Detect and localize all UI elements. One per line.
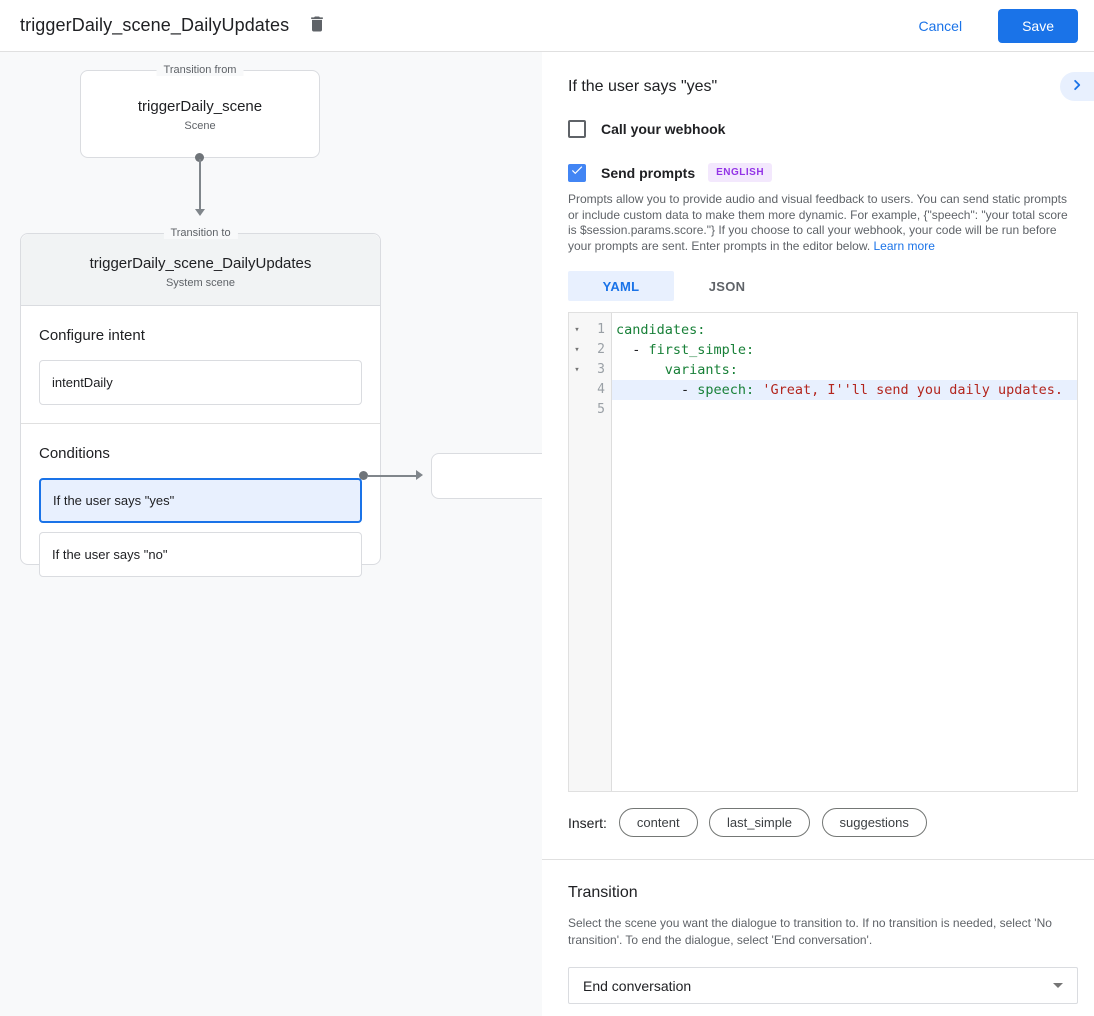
editor-tab[interactable]: YAML [568,271,674,301]
editor-code[interactable]: candidates: - first_simple: variants: - … [612,313,1077,791]
code-line[interactable]: - speech: 'Great, I''ll send you daily u… [612,380,1077,400]
code-line[interactable]: - first_simple: [616,342,755,358]
transition-description: Select the scene you want the dialogue t… [568,916,1052,947]
prompts-description-text: Prompts allow you to provide audio and v… [568,192,1068,253]
chevron-right-icon [1068,76,1086,97]
webhook-label: Call your webhook [601,121,726,137]
to-box-legend: Transition to [163,227,238,239]
collapse-panel-button[interactable] [1060,72,1094,101]
scene-diagram-canvas: Transition from triggerDaily_scene Scene… [0,52,542,1016]
editor-tabs: YAML JSON [568,271,1078,301]
arrow-right-icon [416,470,423,480]
send-prompts-checkbox[interactable] [568,163,586,182]
fold-arrow-icon[interactable]: ▾ [574,365,580,375]
to-scene-type: System scene [165,277,236,289]
page-title: triggerDaily_scene_DailyUpdates [20,15,290,35]
fold-arrow-icon[interactable]: ▾ [574,325,580,335]
fold-arrow-icon[interactable]: ▾ [574,345,580,355]
conditions-section: Conditions If the user says "yes" If the… [21,423,380,604]
to-scene-header[interactable]: triggerDaily_scene_DailyUpdates System s… [21,234,380,306]
intent-field[interactable]: intentDaily [39,360,362,405]
insert-label: Insert: [568,814,607,831]
line-number: 4 [597,382,605,397]
connector-dot-top [195,153,204,162]
code-line[interactable]: variants: [664,362,738,378]
insert-chip-button[interactable]: last_simple [709,808,811,837]
code-line[interactable] [612,400,1077,420]
send-prompts-row: Send prompts ENGLISH [568,163,1078,182]
insert-chip-button[interactable]: suggestions [821,808,927,837]
conditions-list: If the user says "yes" If the user says … [39,478,362,577]
trash-icon [307,14,327,37]
condition-editor-panel: If the user says "yes" Call your webhook… [542,52,1094,1016]
topbar: triggerDaily_scene_DailyUpdates Cancel S… [0,0,1094,52]
line-number: 1 [597,322,605,337]
save-button[interactable]: Save [998,8,1078,43]
checkmark-icon [570,163,584,182]
webhook-row: Call your webhook [568,120,1078,138]
delete-scene-button[interactable] [303,12,331,40]
condition-item[interactable]: If the user says "yes" [39,478,362,523]
editor-gutter: ▾ 1 ▾ 2 ▾ 3 4 5 [569,313,612,791]
send-prompts-label: Send prompts [601,164,696,181]
webhook-checkbox[interactable] [568,120,586,138]
conditions-title: Conditions [39,445,110,462]
line-number: 2 [597,342,605,357]
editor-tab[interactable]: JSON [708,278,746,294]
transition-arrow-line [199,159,201,210]
language-badge: ENGLISH [708,163,773,182]
panel-title: If the user says "yes" [568,78,718,95]
insert-row: Insert: content last_simple suggestions [568,808,1078,837]
scene-node-to[interactable]: Transition to triggerDaily_scene_DailyUp… [20,227,381,577]
section-divider [542,859,1094,860]
line-number: 5 [597,402,605,417]
insert-chips: content last_simple suggestions [618,808,934,837]
condition-label: If the user says "no" [52,547,168,562]
configure-intent-title: Configure intent [39,327,145,344]
arrow-down-icon [195,209,205,216]
condition-arrow-line [368,475,416,477]
connector-dot-right [359,471,368,480]
learn-more-link[interactable]: Learn more [873,238,935,253]
transition-select[interactable]: End conversation [568,967,1078,1004]
dropdown-caret-icon [1053,983,1063,988]
cancel-button[interactable]: Cancel [902,10,978,42]
condition-target-node[interactable] [431,453,542,499]
line-number: 3 [597,362,605,377]
condition-item[interactable]: If the user says "no" [39,532,362,577]
prompt-code-editor: ▾ 1 ▾ 2 ▾ 3 4 5 candidates: - first_simple: var… [568,312,1078,792]
insert-chip-button[interactable]: content [618,808,698,837]
scene-node-from[interactable]: Transition from triggerDaily_scene Scene [80,64,320,158]
from-box-legend: Transition from [156,64,244,76]
code-line[interactable]: candidates: [616,322,706,338]
transition-title: Transition [568,884,638,901]
condition-label: If the user says "yes" [53,493,175,508]
from-scene-name: triggerDaily_scene [137,98,263,115]
configure-intent-section: Configure intent intentDaily [21,306,380,423]
prompts-description: Prompts allow you to provide audio and v… [568,192,1078,254]
transition-select-value: End conversation [583,977,692,994]
to-scene-name: triggerDaily_scene_DailyUpdates [89,255,312,272]
from-scene-type: Scene [184,120,216,132]
